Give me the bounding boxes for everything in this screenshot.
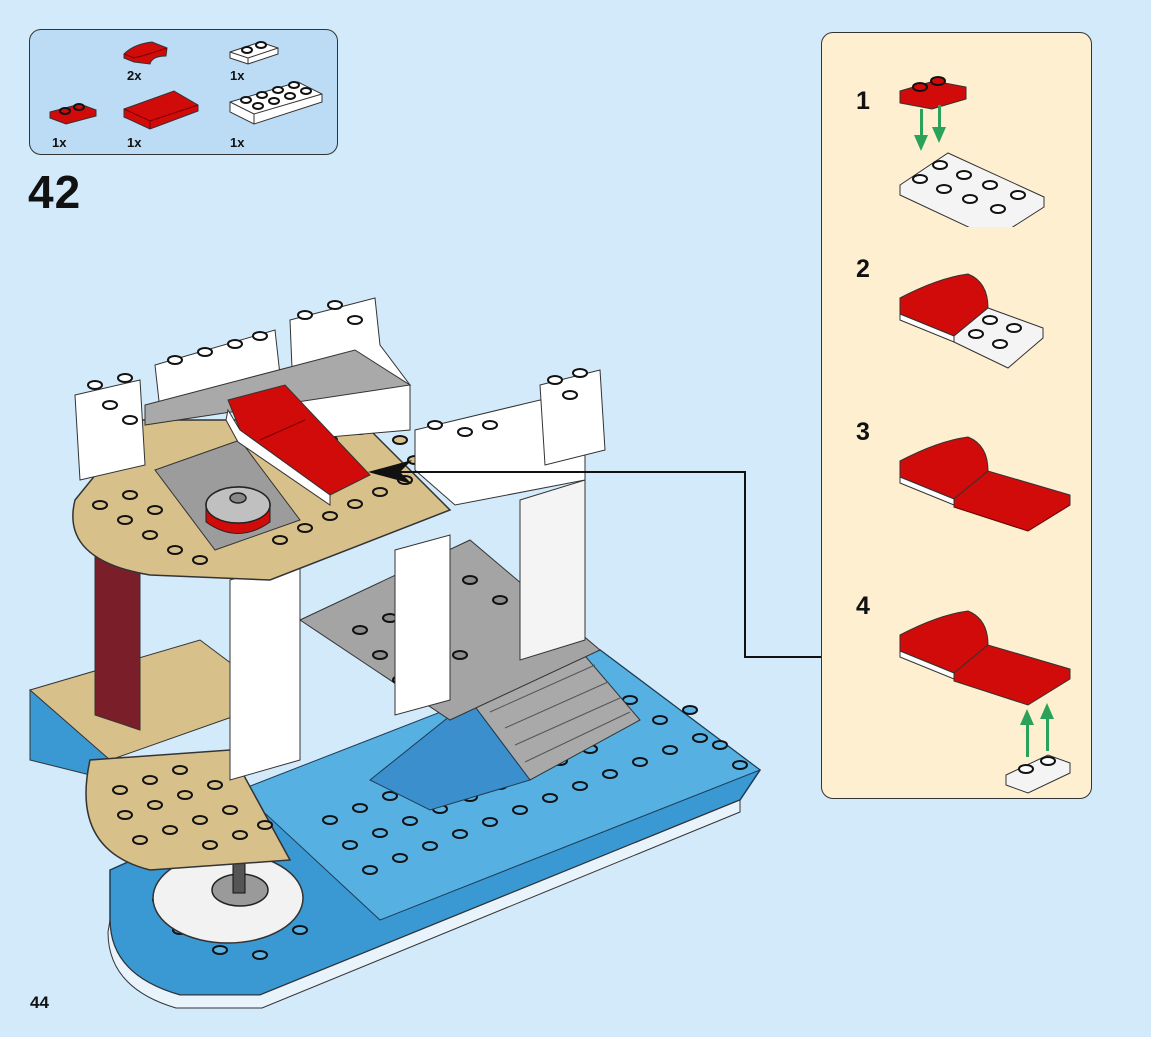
substep-label: 4 bbox=[856, 592, 870, 620]
part-white-plate-1x2 bbox=[228, 38, 280, 66]
substep-panel: 1 2 bbox=[821, 32, 1092, 799]
part-qty: 1x bbox=[230, 68, 245, 83]
white-pillar bbox=[394, 534, 451, 716]
substep-1-illustration bbox=[894, 57, 1054, 240]
part-qty: 1x bbox=[127, 135, 142, 150]
substep-2-illustration bbox=[898, 268, 1048, 383]
part-red-plate-1x2 bbox=[48, 98, 98, 128]
parts-list-box: 2x 1x 1x 1x bbox=[29, 29, 338, 155]
substep-label: 2 bbox=[856, 255, 870, 283]
step-number: 42 bbox=[28, 166, 82, 218]
white-pillar bbox=[229, 559, 301, 781]
part-red-curved-slope bbox=[122, 38, 172, 70]
part-red-tile-2x4 bbox=[122, 85, 202, 133]
part-qty: 1x bbox=[52, 135, 67, 150]
white-pillar bbox=[519, 479, 586, 661]
substep-4-illustration bbox=[898, 605, 1078, 800]
substep-label: 1 bbox=[856, 87, 870, 115]
part-qty: 1x bbox=[230, 135, 245, 150]
blue-ramp bbox=[369, 699, 531, 811]
substep-3-illustration bbox=[898, 431, 1078, 546]
substep-label: 3 bbox=[856, 418, 870, 446]
red-bed-assembly bbox=[225, 384, 371, 506]
part-white-plate-2x4 bbox=[228, 78, 324, 134]
page-number: 44 bbox=[30, 993, 49, 1012]
part-qty: 2x bbox=[127, 68, 142, 83]
